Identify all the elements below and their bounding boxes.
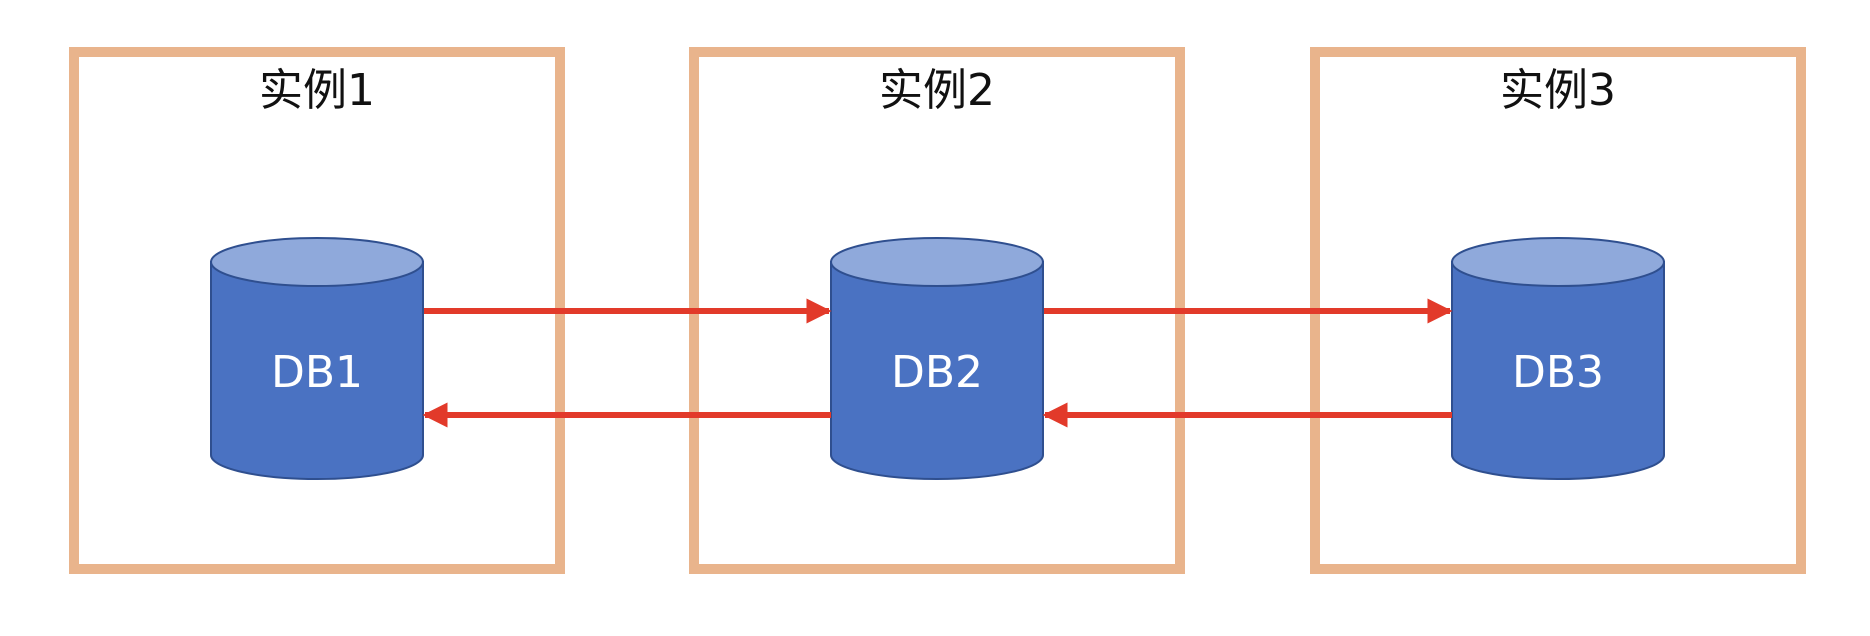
db1-cylinder-body — [210, 261, 424, 480]
db3-cylinder-body — [1451, 261, 1665, 480]
db2-label: DB2 — [891, 347, 983, 398]
db2-cylinder-top — [830, 237, 1044, 287]
db2-cylinder-body — [830, 261, 1044, 480]
db3-label: DB3 — [1512, 347, 1604, 398]
instance-2-title: 实例2 — [879, 65, 995, 116]
db1-label: DB1 — [271, 347, 363, 398]
instance-1-title: 实例1 — [259, 65, 375, 116]
db2-cylinder[interactable]: DB2 — [830, 237, 1044, 480]
replication-arrows — [422, 298, 1453, 428]
instance-1: 实例1 DB1 — [69, 47, 565, 574]
instance-3-title: 实例3 — [1500, 65, 1616, 116]
db1-cylinder[interactable]: DB1 — [210, 237, 424, 480]
db3-cylinder-top — [1451, 237, 1665, 287]
db3-cylinder[interactable]: DB3 — [1451, 237, 1665, 480]
db1-cylinder-top — [210, 237, 424, 287]
